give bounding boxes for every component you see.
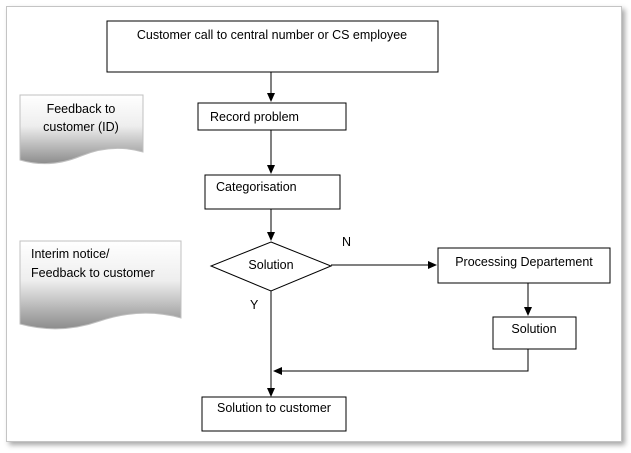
node-categorisation: Categorisation	[204, 174, 341, 210]
node-customer-call-label: Customer call to central number or CS em…	[137, 28, 407, 42]
node-final-label: Solution to customer	[217, 401, 331, 415]
node-decision-solution: Solution	[209, 241, 333, 292]
edge-label-yes: Y	[250, 298, 259, 312]
note-interim-line2: Feedback to customer	[31, 266, 155, 280]
node-solution: Solution	[492, 316, 577, 350]
node-solution-label: Solution	[511, 322, 556, 336]
node-solution-to-customer: Solution to customer	[201, 396, 347, 432]
diagram-frame	[6, 6, 622, 442]
note-interim-line1: Interim notice/	[31, 247, 110, 261]
note-feedback-id: Feedback to customer (ID)	[19, 94, 144, 165]
node-categorisation-label: Categorisation	[216, 180, 297, 194]
node-decision-label: Solution	[248, 258, 293, 272]
node-record-problem: Record problem	[197, 102, 347, 131]
node-processing-department: Processing Departement	[437, 247, 611, 284]
edge-solution-return	[273, 349, 529, 375]
node-record-problem-label: Record problem	[210, 110, 299, 124]
node-customer-call: Customer call to central number or CS em…	[106, 20, 439, 73]
edge-label-no: N	[342, 235, 351, 249]
edges	[267, 72, 532, 397]
note-interim: Interim notice/ Feedback to customer	[19, 240, 182, 330]
node-processing-label: Processing Departement	[455, 255, 593, 269]
note-feedback-id-line2: customer (ID)	[43, 120, 119, 134]
note-feedback-id-line1: Feedback to	[47, 102, 116, 116]
